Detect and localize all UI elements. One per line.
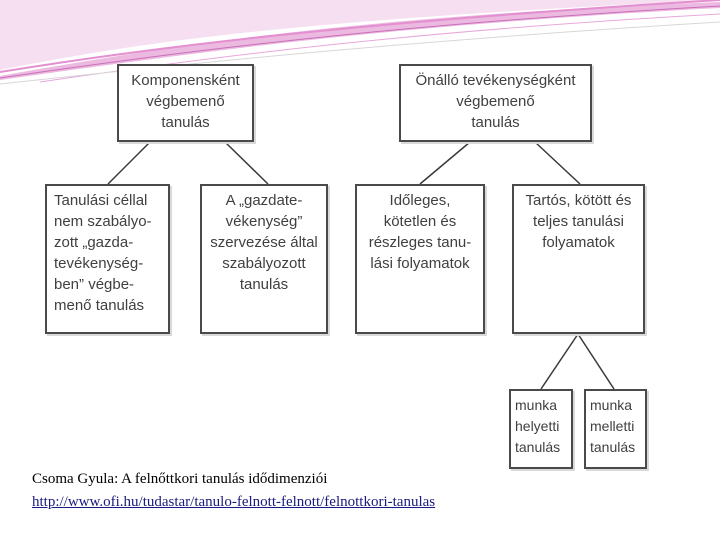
connector-top-right-child-3 — [419, 141, 471, 185]
connector-child-4-leaf-2 — [577, 333, 615, 390]
child-box-2: A „gazdate- vékenység” szervezése által … — [200, 184, 328, 334]
header-decoration — [0, 0, 720, 85]
top-left-box: Komponensként végbemenő tanulás — [117, 64, 254, 142]
decor-curve-1 — [0, 0, 720, 73]
decor-band-fill — [0, 0, 720, 70]
source-caption: Csoma Gyula: A felnőttkori tanulás idődi… — [32, 471, 328, 487]
decor-band-light — [0, 2, 720, 80]
top-right-box: Önálló tevékenységként végbemenő tanulás — [399, 64, 592, 142]
decor-curve-2 — [0, 5, 720, 79]
connector-child-4-leaf-1 — [540, 333, 579, 390]
connector-top-right-child-4 — [534, 141, 581, 185]
connector-top-left-child-2 — [224, 141, 269, 185]
child-box-1: Tanulási céllal nem szabályo- zott „gazd… — [45, 184, 170, 334]
child-box-3: Időleges, kötetlen és részleges tanu- lá… — [355, 184, 485, 334]
child-box-4: Tartós, kötött és teljes tanulási folyam… — [512, 184, 645, 334]
connector-top-left-child-1 — [107, 141, 151, 185]
source-link[interactable]: http://www.ofi.hu/tudastar/tanulo-felnot… — [32, 494, 436, 510]
leaf-box-1: munka helyetti tanulás — [509, 389, 573, 469]
leaf-box-2: munka melletti tanulás — [584, 389, 647, 469]
decor-curve-4 — [0, 21, 720, 85]
